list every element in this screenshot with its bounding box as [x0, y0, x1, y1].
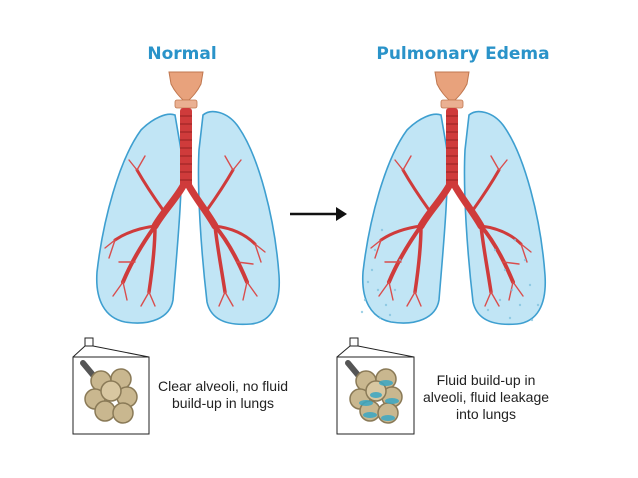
- edema-lungs: [361, 72, 545, 324]
- pulmonary-edema-title: Pulmonary Edema: [376, 44, 550, 64]
- normal-caption-line-1: Clear alveoli, no fluid: [158, 378, 288, 394]
- normal-caption-line-2: build-up in lungs: [172, 395, 274, 411]
- edema-caption-line-2: alveoli, fluid leakage: [422, 389, 550, 405]
- normal-lungs: [97, 72, 280, 324]
- edema-caption-line-1: Fluid build-up in: [436, 372, 536, 388]
- normal-alveoli-zoom: [72, 337, 150, 435]
- edema-alveoli-zoom: [336, 337, 415, 435]
- normal-title: Normal: [147, 44, 217, 64]
- edema-caption: Fluid build-up in alveoli, fluid leakage…: [416, 372, 556, 423]
- arrow-right-icon: [290, 207, 347, 221]
- normal-caption: Clear alveoli, no fluid build-up in lung…: [148, 378, 298, 412]
- edema-caption-line-3: into lungs: [456, 406, 516, 422]
